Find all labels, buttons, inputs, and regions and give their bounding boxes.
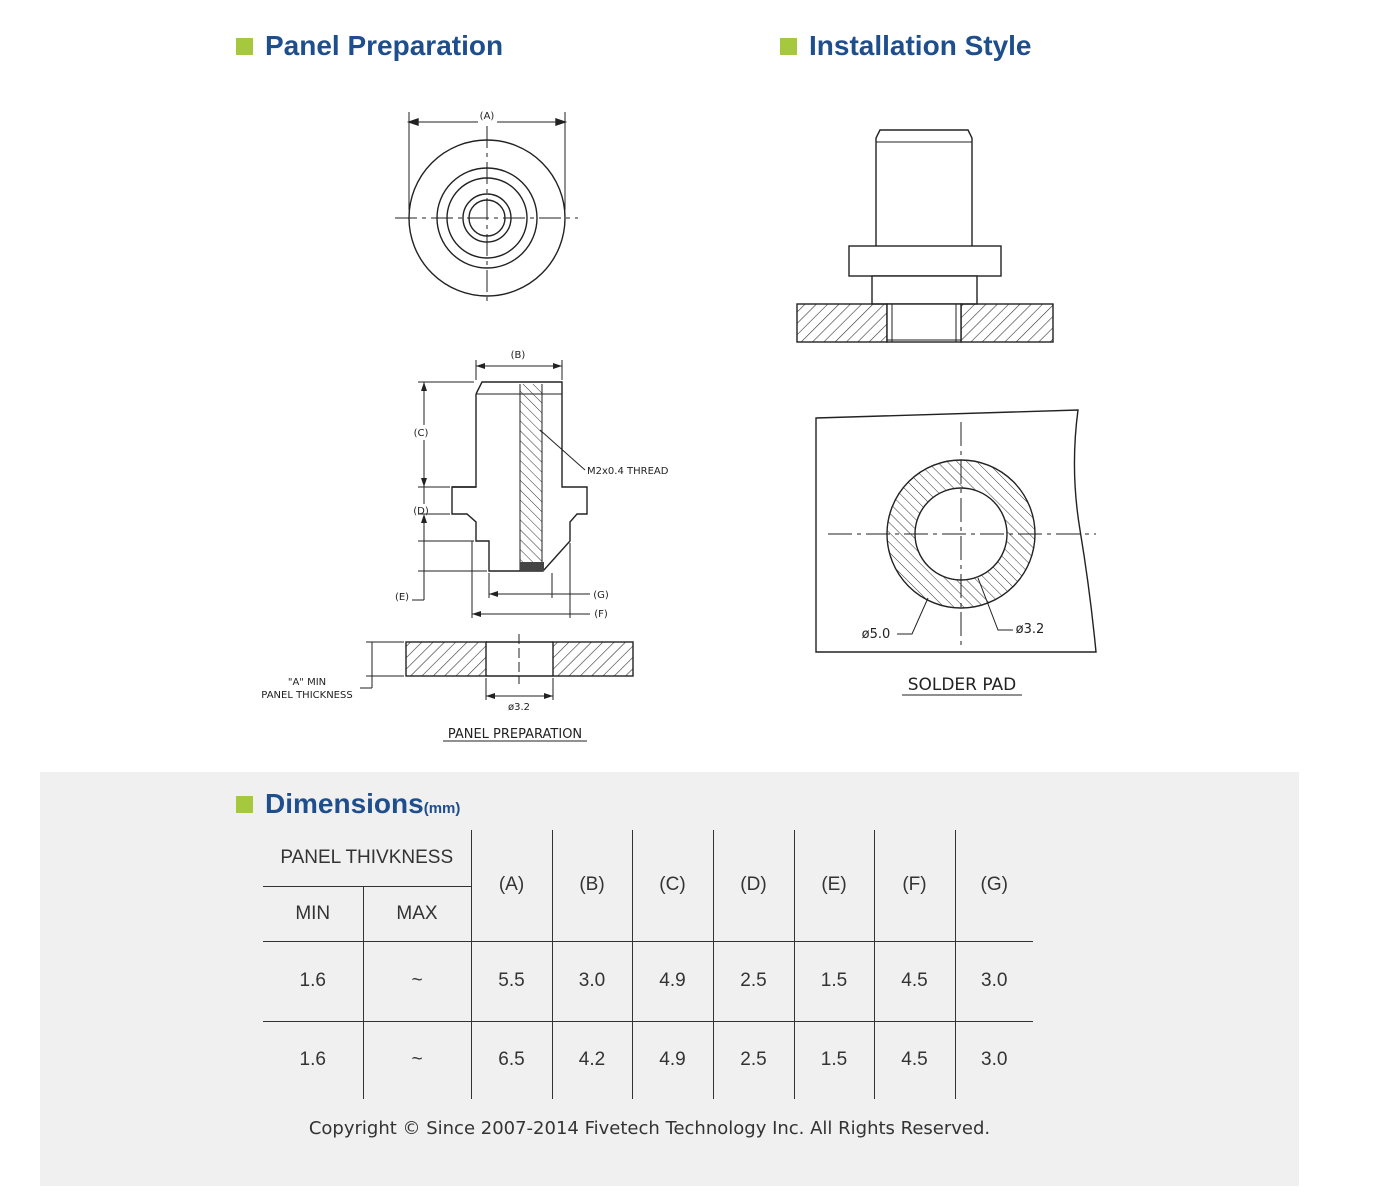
min-cell: 1.6 <box>299 1049 326 1071</box>
panel-thickness-label: PANEL THICKNESS <box>261 690 352 701</box>
installation-view <box>796 129 1054 343</box>
value-cell: 3.0 <box>954 1021 1033 1099</box>
dimension-label-d: (D) <box>413 506 429 517</box>
panel-section <box>360 634 634 742</box>
panel-preparation-title: Panel Preparation <box>265 30 504 61</box>
installation-style-title: Installation Style <box>809 30 1032 61</box>
dimensions-unit: (mm) <box>423 800 461 817</box>
copyright-text: Copyright © Since 2007-2014 Fivetech Tec… <box>308 1118 991 1139</box>
value-cell: 2.5 <box>712 1021 794 1099</box>
dimension-label-e: (E) <box>395 592 409 603</box>
dimension-label-g: (G) <box>593 590 609 601</box>
column-header: (E) <box>793 830 874 942</box>
value-cell: 1.5 <box>793 941 874 1022</box>
installation-style-heading: Installation Style <box>780 30 1032 62</box>
value-cell: 3.0 <box>551 941 632 1022</box>
value-cell: 2.5 <box>712 941 794 1022</box>
column-header: (G) <box>954 830 1033 942</box>
value-cell: 1.5 <box>793 1021 874 1099</box>
a-min-label: "A" MIN <box>288 677 326 688</box>
pad-inner-diameter: ø3.2 <box>1016 622 1045 637</box>
table-subheader-row: MIN MAX <box>263 886 1033 942</box>
hole-diameter-label: ø3.2 <box>508 702 530 713</box>
dimension-label-c: (C) <box>414 428 429 439</box>
dimensions-heading: Dimensions (mm) <box>236 788 460 820</box>
max-header: MAX <box>362 886 471 942</box>
dimension-label-b: (B) <box>511 350 526 361</box>
solder-pad-caption: SOLDER PAD <box>908 675 1017 695</box>
panel-preparation-heading: Panel Preparation <box>236 30 503 62</box>
value-cell: 6.5 <box>470 1021 552 1099</box>
column-header: (C) <box>631 830 713 942</box>
heading-bullet-icon <box>236 795 253 813</box>
max-cell: ~ <box>362 1021 471 1099</box>
dimension-label-f: (F) <box>594 609 608 620</box>
value-cell: 4.9 <box>631 941 713 1022</box>
heading-bullet-icon <box>780 37 797 55</box>
column-header: (B) <box>551 830 632 942</box>
min-cell: 1.6 <box>263 941 363 1022</box>
max-cell: ~ <box>362 941 471 1022</box>
value-cell: 4.2 <box>551 1021 632 1099</box>
panel-thickness-header: PANEL THIVKNESS <box>263 830 471 887</box>
dimensions-table: PANEL THIVKNESS (A) (B) (C) (D) (E) (F) … <box>263 830 1033 1099</box>
dimension-label-a: (A) <box>480 111 495 122</box>
column-header: (D) <box>712 830 794 942</box>
value-cell: 4.5 <box>873 941 955 1022</box>
value-cell: 3.0 <box>954 941 1033 1022</box>
solder-pad-view <box>815 409 1097 696</box>
column-header: (F) <box>873 830 955 942</box>
panel-preparation-caption: PANEL PREPARATION <box>448 727 582 742</box>
pad-outer-diameter: ø5.0 <box>862 627 891 642</box>
thread-label: M2x0.4 THREAD <box>587 466 669 477</box>
heading-bullet-icon <box>236 37 253 55</box>
table-header-row: PANEL THIVKNESS (A) (B) (C) (D) (E) (F) … <box>263 830 1033 942</box>
min-header: MIN <box>263 886 363 942</box>
table-row: 1.6 ~ 6.5 4.2 4.9 2.5 1.5 4.5 3.0 <box>263 1021 1033 1099</box>
side-view <box>412 360 590 618</box>
table-row: 1.6 ~ 5.5 3.0 4.9 2.5 1.5 4.5 3.0 <box>263 941 1033 1022</box>
dimensions-title: Dimensions <box>265 788 424 819</box>
technical-drawing: (A) <box>261 111 1097 742</box>
top-view <box>395 112 578 305</box>
value-cell: 5.5 <box>470 941 552 1022</box>
column-header: (A) <box>470 830 552 942</box>
value-cell: 4.5 <box>873 1021 955 1099</box>
value-cell: 4.9 <box>631 1021 713 1099</box>
